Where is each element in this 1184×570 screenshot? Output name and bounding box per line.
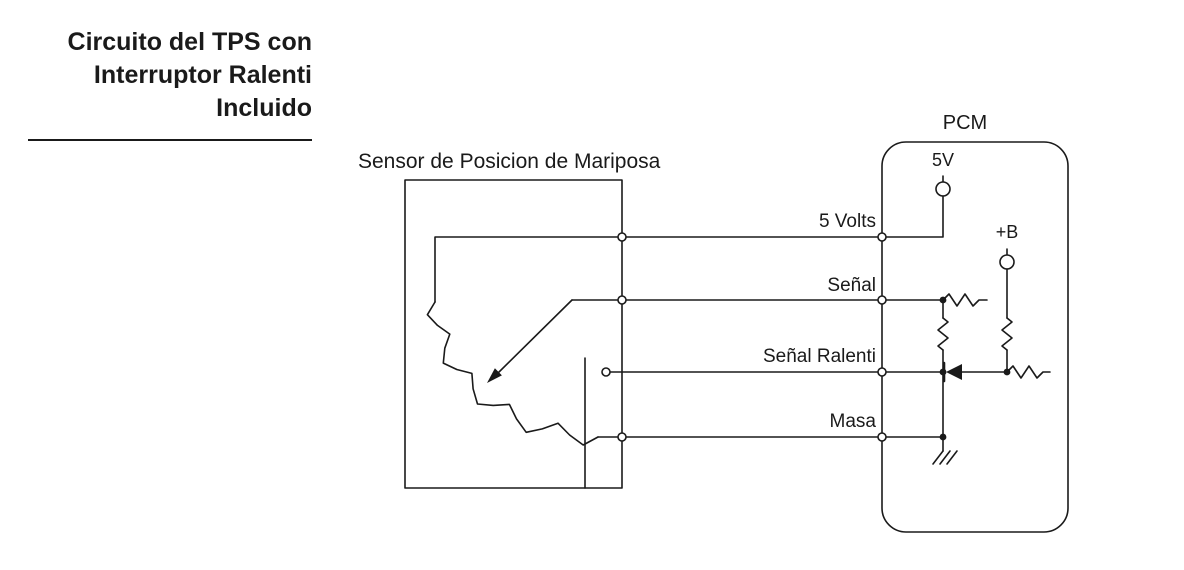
- ground-hatch-2: [939, 450, 951, 465]
- interconnect-wires: [609, 236, 883, 438]
- sensor-label: Sensor de Posicion de Mariposa: [358, 150, 661, 173]
- pot-resistive-track: [426, 301, 599, 446]
- title-line-2: Interruptor Ralenti: [93, 61, 312, 89]
- idle-switch-contact: [601, 367, 611, 377]
- b-plus-source-icon: [999, 248, 1015, 319]
- pcm-terminal-senal: [877, 295, 887, 305]
- five-v-label: 5V: [931, 150, 955, 170]
- junction-ralenti-left: [939, 368, 947, 376]
- b-plus-label: +B: [995, 222, 1019, 242]
- junction-masa: [939, 433, 947, 441]
- terminals: [617, 232, 887, 442]
- title-line-3: Incluido: [216, 94, 312, 122]
- diode-icon: [946, 364, 962, 380]
- idle-switch: [584, 357, 611, 489]
- pot-supply-wire: [434, 236, 623, 303]
- pcm-box: [881, 141, 1069, 533]
- wire-label-senal: Señal: [827, 275, 876, 296]
- junction-dots: [939, 296, 1011, 441]
- five-v-source-icon: [881, 175, 951, 238]
- title-line-1: Circuito del TPS con: [67, 28, 312, 56]
- ground-hatch-1: [932, 450, 944, 465]
- sensor-terminal-masa: [617, 432, 627, 442]
- pulldown-resistor-senal: [937, 317, 949, 351]
- b-plus-terminal: [999, 254, 1015, 270]
- wire-label-masa: Masa: [829, 411, 876, 432]
- sensor-terminal-5volts: [617, 232, 627, 242]
- wiper-arrowhead-icon: [487, 368, 502, 383]
- wire-label-5volts: 5 Volts: [818, 211, 876, 232]
- pcm-terminal-ralenti: [877, 367, 887, 377]
- ground-hatch-3: [946, 450, 958, 465]
- sensor-terminal-senal: [617, 295, 627, 305]
- junction-senal: [939, 296, 947, 304]
- senal-input-network: [881, 293, 988, 438]
- ralenti-input-network: [881, 317, 1051, 383]
- diagram-title: Circuito del TPS con Interruptor Ralenti…: [28, 26, 312, 141]
- pcm-terminal-masa: [877, 432, 887, 442]
- ground-network: [881, 436, 958, 465]
- pcm-label: PCM: [942, 112, 988, 134]
- ground-icon: [932, 450, 958, 465]
- pullup-resistor-b: [1001, 317, 1013, 351]
- sensor-box: [404, 179, 623, 489]
- series-resistor-senal: [942, 293, 988, 307]
- sensor-box-outline: [404, 179, 623, 489]
- pcm-terminal-5volts: [877, 232, 887, 242]
- series-resistor-ralenti: [1006, 365, 1051, 379]
- five-v-terminal: [935, 181, 951, 197]
- pcm-box-outline: [881, 141, 1069, 533]
- junction-ralenti-right: [1003, 368, 1011, 376]
- wiper-line: [496, 299, 573, 375]
- wire-label-senal-ralenti: Señal Ralenti: [762, 346, 876, 367]
- potentiometer: [426, 236, 623, 446]
- wiper-arrow: [487, 299, 623, 383]
- five-v-feed-wire: [881, 195, 944, 238]
